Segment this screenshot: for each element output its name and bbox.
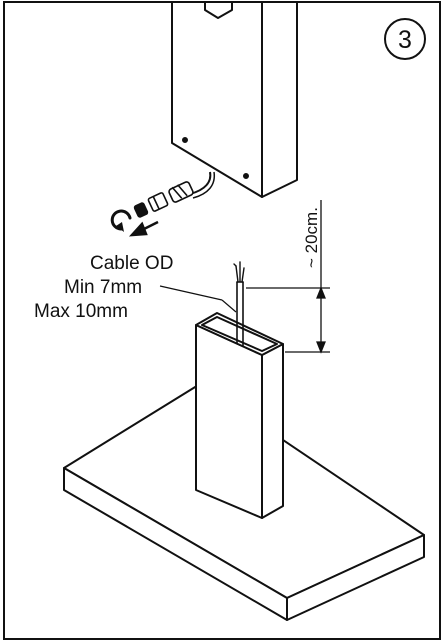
cable-max-label: Max 10mm xyxy=(34,301,128,322)
cable-od-label: Cable OD xyxy=(90,253,173,274)
distance-label: ~ 20cm. xyxy=(302,207,321,268)
lower-chimney xyxy=(195,312,284,519)
dimension-lines xyxy=(159,200,330,354)
rotate-arrow-icon xyxy=(110,209,132,232)
chassis-cable-outline xyxy=(192,171,216,199)
cable-gland-icon xyxy=(133,181,194,218)
direction-arrow-icon xyxy=(128,220,159,237)
cable-min-label: Min 7mm xyxy=(64,277,142,298)
upper-chassis xyxy=(171,1,298,198)
power-cable xyxy=(233,261,245,347)
step-badge: 3 xyxy=(384,18,426,60)
step-number: 3 xyxy=(398,26,412,54)
